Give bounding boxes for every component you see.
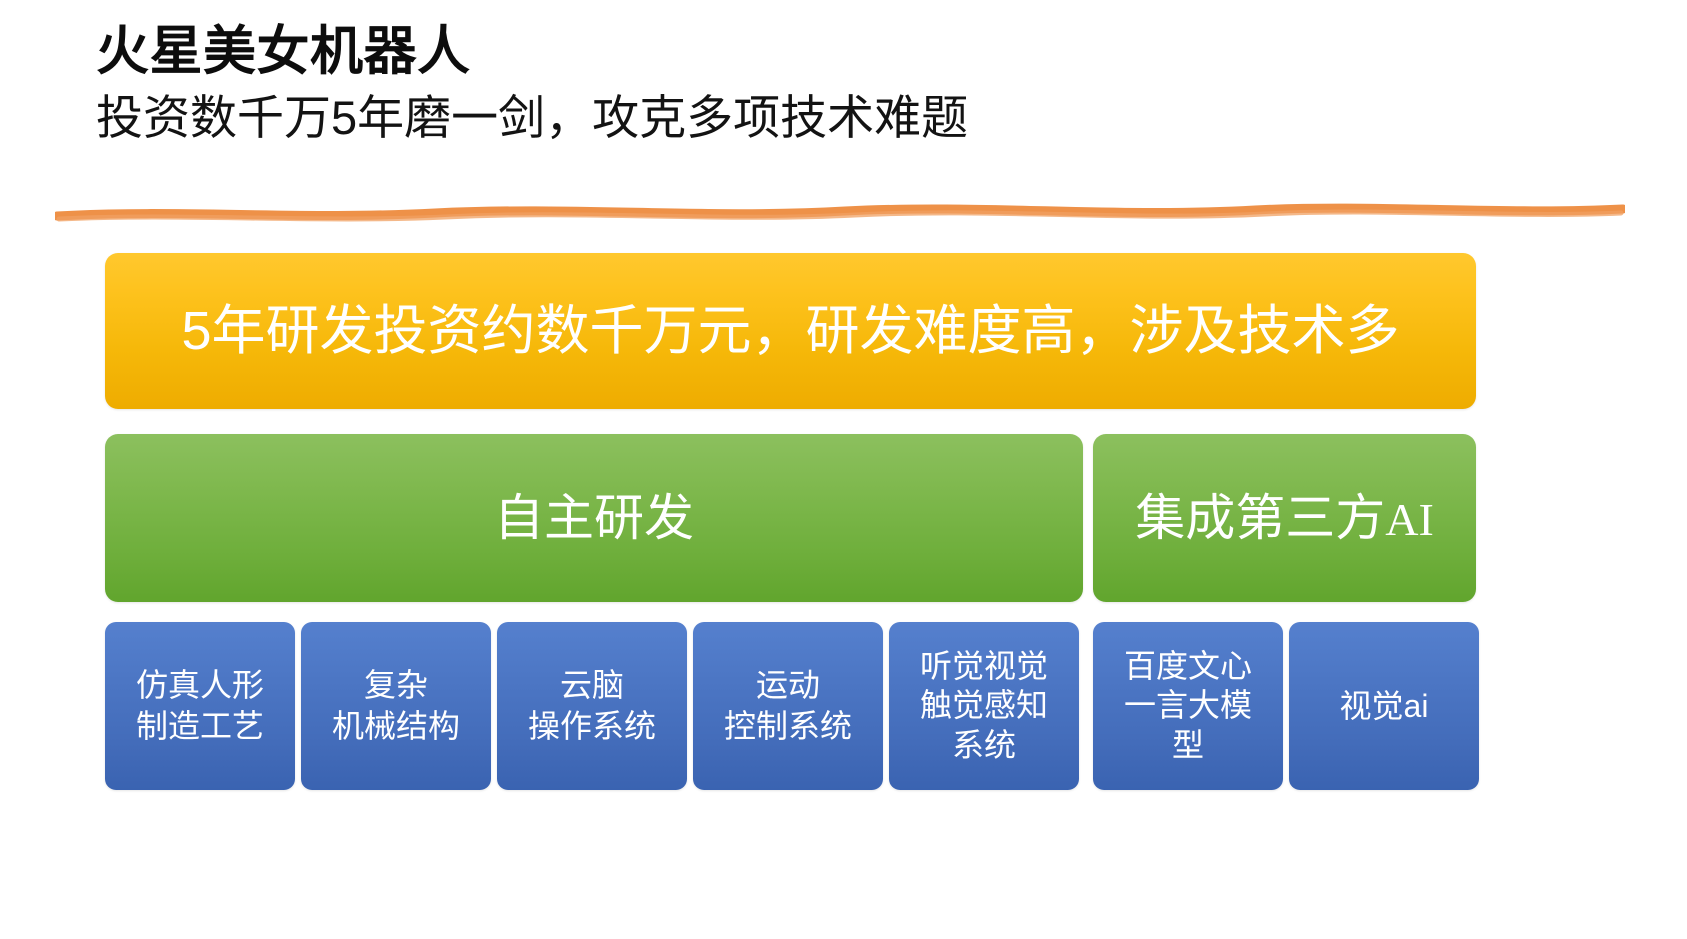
page-subtitle: 投资数千万5年磨一剑，攻克多项技术难题 [96, 90, 969, 144]
tech-box-label: 听觉视觉 触觉感知 系统 [919, 648, 1048, 763]
tech-box-multimodal-perception[interactable]: 听觉视觉 触觉感知 系统 [889, 622, 1079, 790]
tech-box-label: 运动 控制系统 [723, 667, 852, 744]
category-third-party-ai-label-latin: AI [1385, 494, 1434, 545]
tech-box-vision-ai[interactable]: 视觉ai [1289, 622, 1479, 790]
tech-box-label: 云脑 操作系统 [527, 667, 656, 744]
tech-box-label: 复杂 机械结构 [331, 667, 460, 744]
category-self-developed-label: 自主研发 [494, 490, 694, 546]
tech-box-baidu-ernie-llm[interactable]: 百度文心 一言大模 型 [1093, 622, 1283, 790]
category-self-developed[interactable]: 自主研发 [105, 434, 1083, 602]
tech-box-label: 百度文心 一言大模 型 [1123, 648, 1252, 763]
tech-box-complex-mechanics[interactable]: 复杂 机械结构 [301, 622, 491, 790]
tech-box-humanoid-manufacturing[interactable]: 仿真人形 制造工艺 [105, 622, 295, 790]
category-third-party-ai[interactable]: 集成第三方AI [1093, 434, 1476, 602]
technology-row: 仿真人形 制造工艺 复杂 机械结构 云脑 操作系统 运动 控制系统 听觉视觉 触… [105, 622, 1485, 790]
page-title: 火星美女机器人 [96, 22, 471, 81]
tech-box-motion-control[interactable]: 运动 控制系统 [693, 622, 883, 790]
tech-box-label: 仿真人形 制造工艺 [135, 667, 264, 744]
orange-divider-line [55, 196, 1625, 232]
slide-header: 火星美女机器人 投资数千万5年磨一剑，攻克多项技术难题 [96, 22, 1596, 148]
category-third-party-ai-label: 集成第三方AI [1135, 493, 1434, 543]
investment-summary-bar[interactable]: 5年研发投资约数千万元，研发难度高，涉及技术多 [105, 253, 1476, 409]
investment-summary-label: 5年研发投资约数千万元，研发难度高，涉及技术多 [181, 301, 1400, 361]
tech-box-cloud-brain-os[interactable]: 云脑 操作系统 [497, 622, 687, 790]
category-row: 自主研发 集成第三方AI [105, 434, 1476, 602]
tech-box-label: 视觉ai [1339, 687, 1429, 724]
category-third-party-ai-label-cjk: 集成第三方 [1135, 490, 1386, 546]
